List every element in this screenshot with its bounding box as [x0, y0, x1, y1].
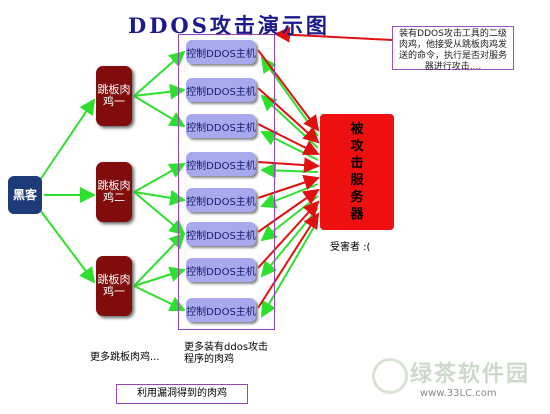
watermark-text: 绿茶软件园: [410, 362, 531, 387]
control-host-6: 控制DDOS主机: [186, 222, 256, 246]
control-host-7: 控制DDOS主机: [186, 258, 256, 282]
arrow-jump-ctrl: [133, 83, 186, 100]
arrow-ctrl-victim: [257, 157, 320, 174]
bottom-label: 利用漏洞得到的肉鸡: [116, 384, 248, 404]
victim-server-label: 被攻击服务器: [350, 122, 364, 222]
arrow-hacker-jump-1: [39, 98, 96, 181]
arrow-jump-ctrl: [133, 189, 186, 206]
jump-host-3: 跳板肉鸡一: [96, 256, 132, 316]
arrow-jump-ctrl: [133, 191, 186, 236]
arrow-ctrl-victim: [257, 174, 320, 199]
hacker-node: 黑客: [8, 176, 42, 214]
diagram-title: DDOS攻击演示图: [128, 13, 330, 38]
arrow-jump-ctrl: [133, 95, 186, 128]
more-ctrl-label: 更多装有ddos攻击程序的肉鸡: [184, 342, 269, 365]
control-host-3: 控制DDOS主机: [186, 114, 256, 138]
note-box: 装有DDOS攻击工具的二级肉鸡，他接受从跳板肉鸡发送的命令，执行是否对服务器进行…: [392, 26, 514, 72]
jump-host-1: 跳板肉鸡一: [96, 66, 132, 126]
victim-caption: 受害者 :(: [330, 242, 371, 253]
control-host-2: 控制DDOS主机: [186, 78, 256, 102]
arrow-ctrl-victim: [257, 188, 320, 233]
arrow-ctrl-victim: [257, 87, 320, 144]
arrow-note-pointer: [274, 26, 393, 43]
watermark-url: www.33LC.com: [420, 388, 497, 399]
arrow-ctrl-victim: [257, 212, 320, 309]
arrow-jump-ctrl: [133, 266, 186, 287]
jump-host-2: 跳板肉鸡二: [96, 162, 132, 222]
control-host-8: 控制DDOS主机: [186, 298, 256, 322]
arrow-hacker-jump-3: [39, 209, 96, 284]
control-hosts-group: [178, 34, 275, 330]
arrow-victim-ctrl: [260, 219, 319, 318]
arrow-ctrl-victim: [257, 49, 320, 132]
arrow-jump-ctrl: [133, 50, 186, 97]
control-host-4: 控制DDOS主机: [186, 152, 256, 176]
arrow-jump-ctrl: [133, 232, 186, 287]
arrow-ctrl-victim: [257, 123, 320, 155]
watermark-logo-icon: [372, 358, 408, 394]
arrow-victim-ctrl: [260, 131, 319, 161]
more-jump-label: 更多跳板肉鸡...: [90, 352, 160, 363]
arrow-jump-ctrl: [133, 163, 186, 193]
control-host-1: 控制DDOS主机: [186, 40, 256, 64]
control-host-5: 控制DDOS主机: [186, 188, 256, 212]
victim-server: 被攻击服务器: [320, 114, 394, 230]
watermark: 绿茶软件园 www.33LC.com: [372, 356, 530, 399]
arrow-jump-ctrl: [133, 285, 186, 312]
